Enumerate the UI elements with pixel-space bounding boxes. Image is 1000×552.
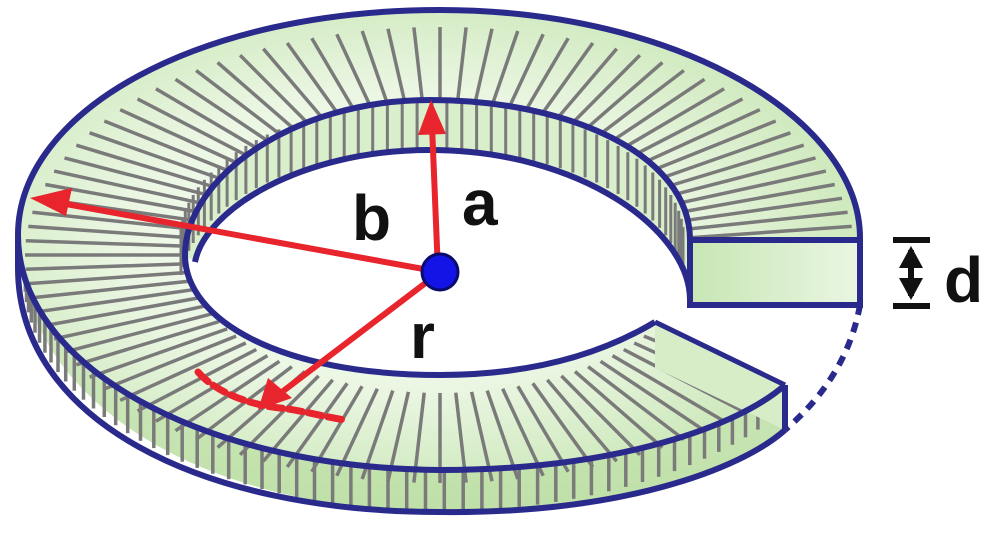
hatch-line: [155, 87, 269, 156]
hatch-line: [652, 131, 791, 183]
hatch-line: [37, 287, 197, 314]
hatch-line: [485, 390, 520, 480]
hatch-line: [119, 108, 247, 169]
hatch-line: [53, 304, 207, 341]
outer-top-edge: [14, 6, 863, 474]
hatch-line: [25, 238, 189, 249]
label-d: d: [944, 244, 983, 316]
hatch-line: [587, 365, 685, 441]
hatch-line: [195, 69, 293, 145]
center-point: [420, 252, 460, 292]
hatch-line: [687, 210, 848, 231]
hatch-line: [53, 169, 207, 206]
hatch-line: [32, 210, 193, 231]
hatch-line: [683, 196, 843, 223]
hatch-line: [174, 77, 281, 151]
inner-top-edge: [181, 96, 693, 379]
radius-b-arrow: [30, 188, 441, 275]
label-a: a: [462, 167, 498, 239]
hatch-line: [531, 382, 595, 469]
hatch-line: [75, 319, 220, 367]
radius-r-arrow: [258, 269, 442, 410]
hatch-line: [673, 169, 827, 206]
label-r: r: [410, 300, 435, 372]
hatch-line: [136, 97, 258, 163]
lower-cut-top-edge: [653, 319, 787, 388]
hatch-line: [89, 327, 228, 379]
hatch-line: [44, 295, 201, 328]
hatch-line: [689, 224, 852, 240]
outer-wall-bottom-edge: [15, 267, 787, 516]
hatch-line: [643, 119, 777, 176]
hatch-line: [599, 359, 706, 433]
hatch-line: [501, 387, 545, 477]
hatch-line: [25, 261, 189, 272]
outer-wall: [18, 235, 785, 513]
hatch-line: [679, 182, 836, 215]
inner-wall: [185, 100, 690, 300]
r-arc: [194, 368, 349, 424]
hatch-line: [560, 374, 642, 457]
hatch-line: [136, 347, 258, 413]
cut-face: [687, 237, 863, 308]
hatch-line: [103, 334, 237, 391]
hidden-outline: [783, 304, 863, 433]
hatch-line: [667, 156, 816, 198]
hatch-line: [75, 143, 220, 191]
hatch-line: [545, 378, 619, 463]
hatch-line: [28, 270, 191, 286]
hatch-line: [599, 77, 706, 151]
hatch-line: [89, 131, 228, 183]
hatch-line: [64, 156, 213, 198]
label-b: b: [352, 182, 391, 254]
hatch-line: [32, 279, 193, 300]
hatch-line: [611, 354, 725, 423]
radius-a-arrow: [418, 100, 446, 273]
ring-top-face: [18, 10, 860, 470]
hatch-line: [573, 370, 664, 449]
hatch-line: [238, 374, 320, 457]
hatch-line: [660, 143, 805, 191]
hatch-line: [516, 385, 570, 473]
lower-cut-face: [655, 322, 785, 430]
hatch-line: [261, 378, 335, 463]
hatch-line: [64, 312, 213, 354]
thickness-dimension: [893, 237, 930, 309]
hatch-line: [633, 108, 761, 169]
hatch-line: [103, 119, 237, 176]
hatch-line: [119, 341, 247, 402]
hatch-line: [28, 224, 191, 240]
hatch-line: [622, 97, 744, 163]
hatch-line: [611, 87, 725, 156]
